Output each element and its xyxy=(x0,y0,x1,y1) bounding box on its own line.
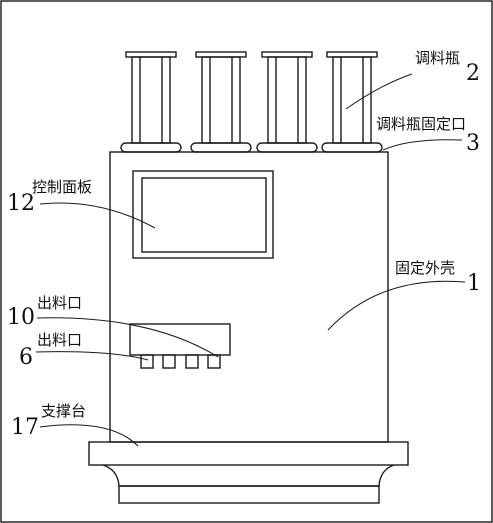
label-number-bottle-mount: 3 xyxy=(466,131,480,156)
seasoning-bottle xyxy=(261,51,313,144)
bottle-mount xyxy=(321,142,383,153)
control-panel-screen xyxy=(132,170,274,259)
label-number-support-base: 17 xyxy=(11,415,39,440)
leader-lines xyxy=(35,73,466,447)
seasoning-bottles xyxy=(125,51,378,144)
label-number-housing: 1 xyxy=(467,271,481,296)
label-text-support-base: 支撑台 xyxy=(41,402,86,420)
label-number-outlet-lower: 6 xyxy=(19,345,33,370)
label-number-control-panel: 12 xyxy=(7,191,35,216)
outlet-box xyxy=(129,323,231,369)
label-text-housing: 固定外壳 xyxy=(395,259,455,277)
bottle-mount xyxy=(256,142,318,153)
label-text-seasoning-bottle: 调料瓶 xyxy=(415,49,460,67)
leader-line-2 xyxy=(345,73,413,110)
seasoning-bottle xyxy=(125,51,177,144)
bottle-mount xyxy=(120,142,182,153)
leader-line-3 xyxy=(382,139,463,151)
label-text-outlet-upper: 出料口 xyxy=(37,294,82,312)
leader-line-6 xyxy=(35,351,149,361)
label-number-seasoning-bottle: 2 xyxy=(466,61,480,86)
leader-line-1 xyxy=(327,280,466,331)
seasoning-bottle xyxy=(195,51,247,144)
label-text-outlet-lower: 出料口 xyxy=(37,331,82,349)
outlet-nozzle xyxy=(185,354,199,369)
leader-line-17 xyxy=(39,424,139,447)
outlet-nozzle xyxy=(162,354,176,369)
label-number-outlet-upper: 10 xyxy=(7,305,35,330)
label-text-bottle-mount: 调料瓶固定口 xyxy=(376,115,466,133)
label-text-control-panel: 控制面板 xyxy=(32,178,92,196)
support-base xyxy=(88,441,409,504)
bottle-mounts xyxy=(120,142,383,153)
leader-line-10 xyxy=(36,317,219,358)
leader-line-12 xyxy=(39,202,156,229)
seasoning-bottle xyxy=(326,51,378,144)
outlet-nozzle xyxy=(207,354,221,369)
housing-body xyxy=(109,151,389,443)
labels: 调料瓶 2 调料瓶固定口 3 控制面板 12 固定外壳 1 出料口 10 出料口… xyxy=(7,49,481,440)
outlet-nozzle xyxy=(140,354,154,369)
bottle-mount xyxy=(190,142,252,153)
